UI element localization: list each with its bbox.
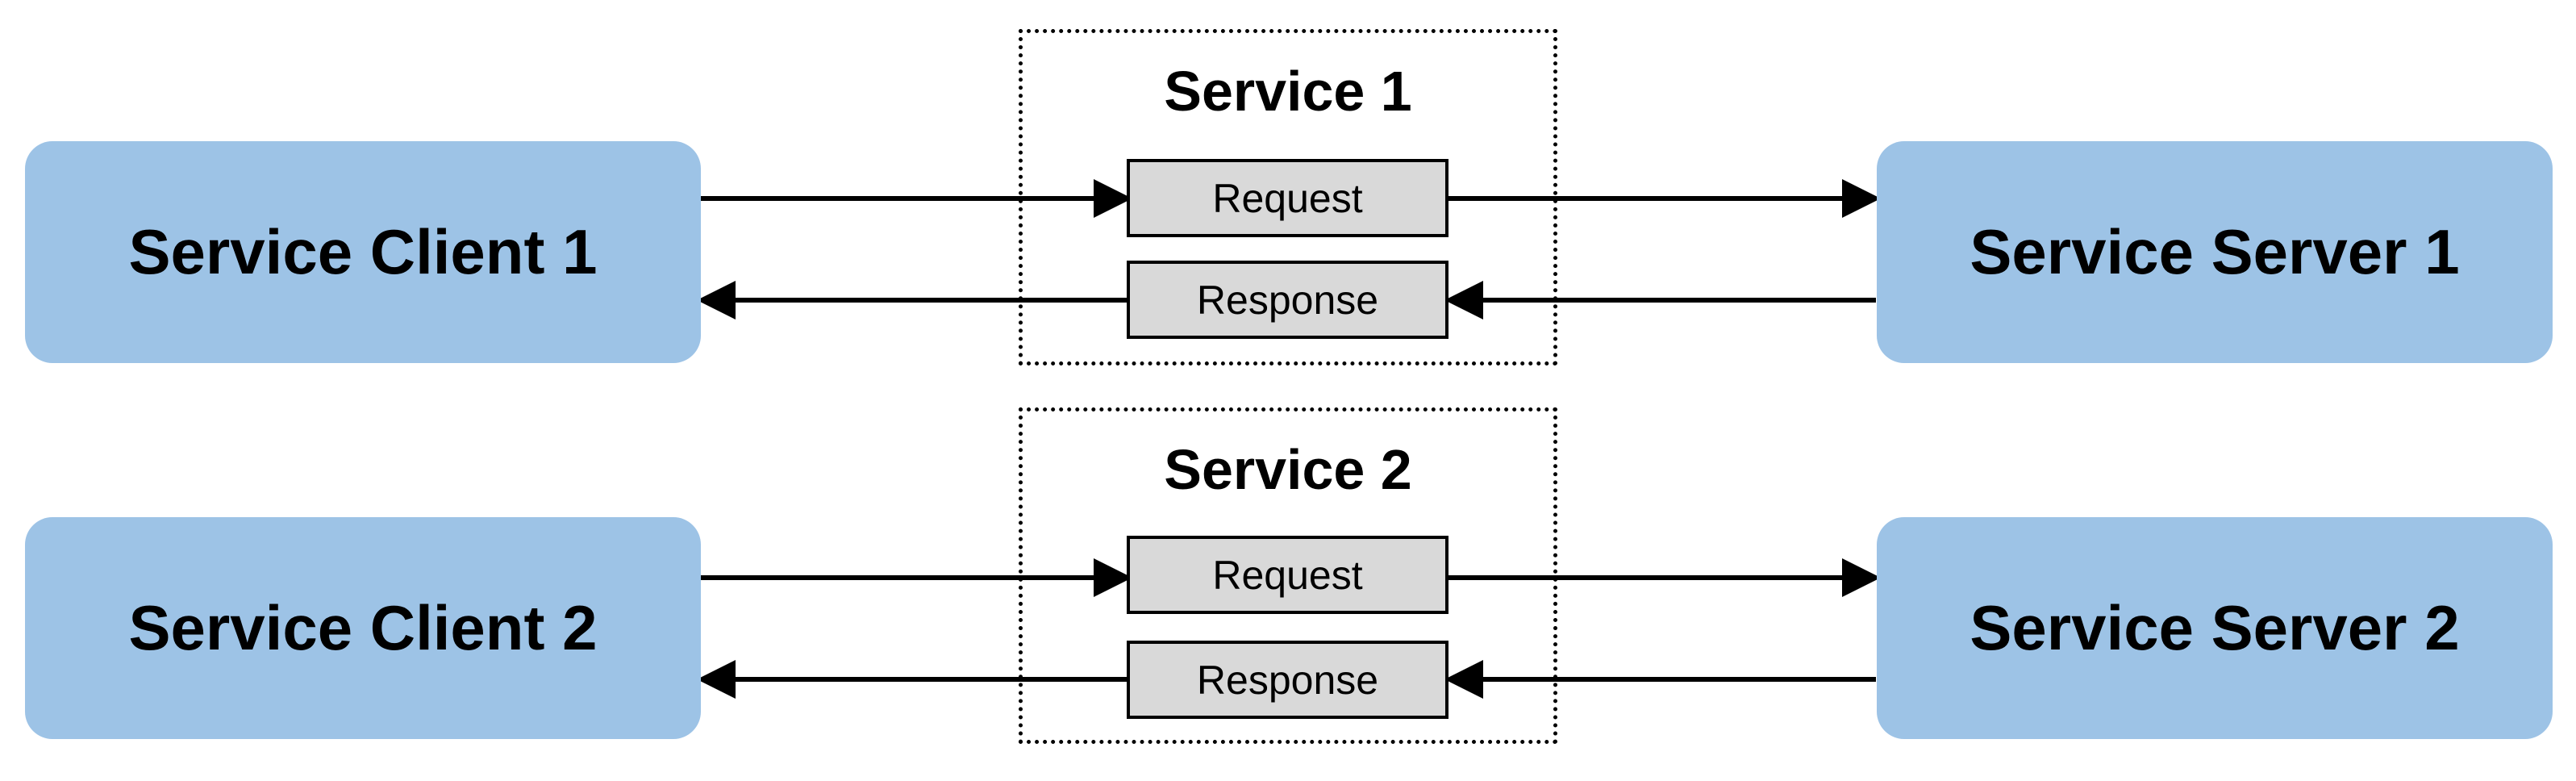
service-client-1-node: Service Client 1 [25,141,701,363]
service-server-1-node: Service Server 1 [1877,141,2553,363]
service-server-2-node: Service Server 2 [1877,517,2553,739]
service-2-response-box: Response [1127,641,1448,719]
service-1-response-box: Response [1127,261,1448,339]
service-2-title: Service 2 [1164,438,1412,501]
service-2-frame: Service 2 [1019,407,1557,744]
service-2-request-box: Request [1127,536,1448,614]
service-1-frame: Service 1 [1019,29,1557,365]
service-1-request-box: Request [1127,159,1448,237]
service-1-title: Service 1 [1164,60,1412,123]
service-client-2-node: Service Client 2 [25,517,701,739]
